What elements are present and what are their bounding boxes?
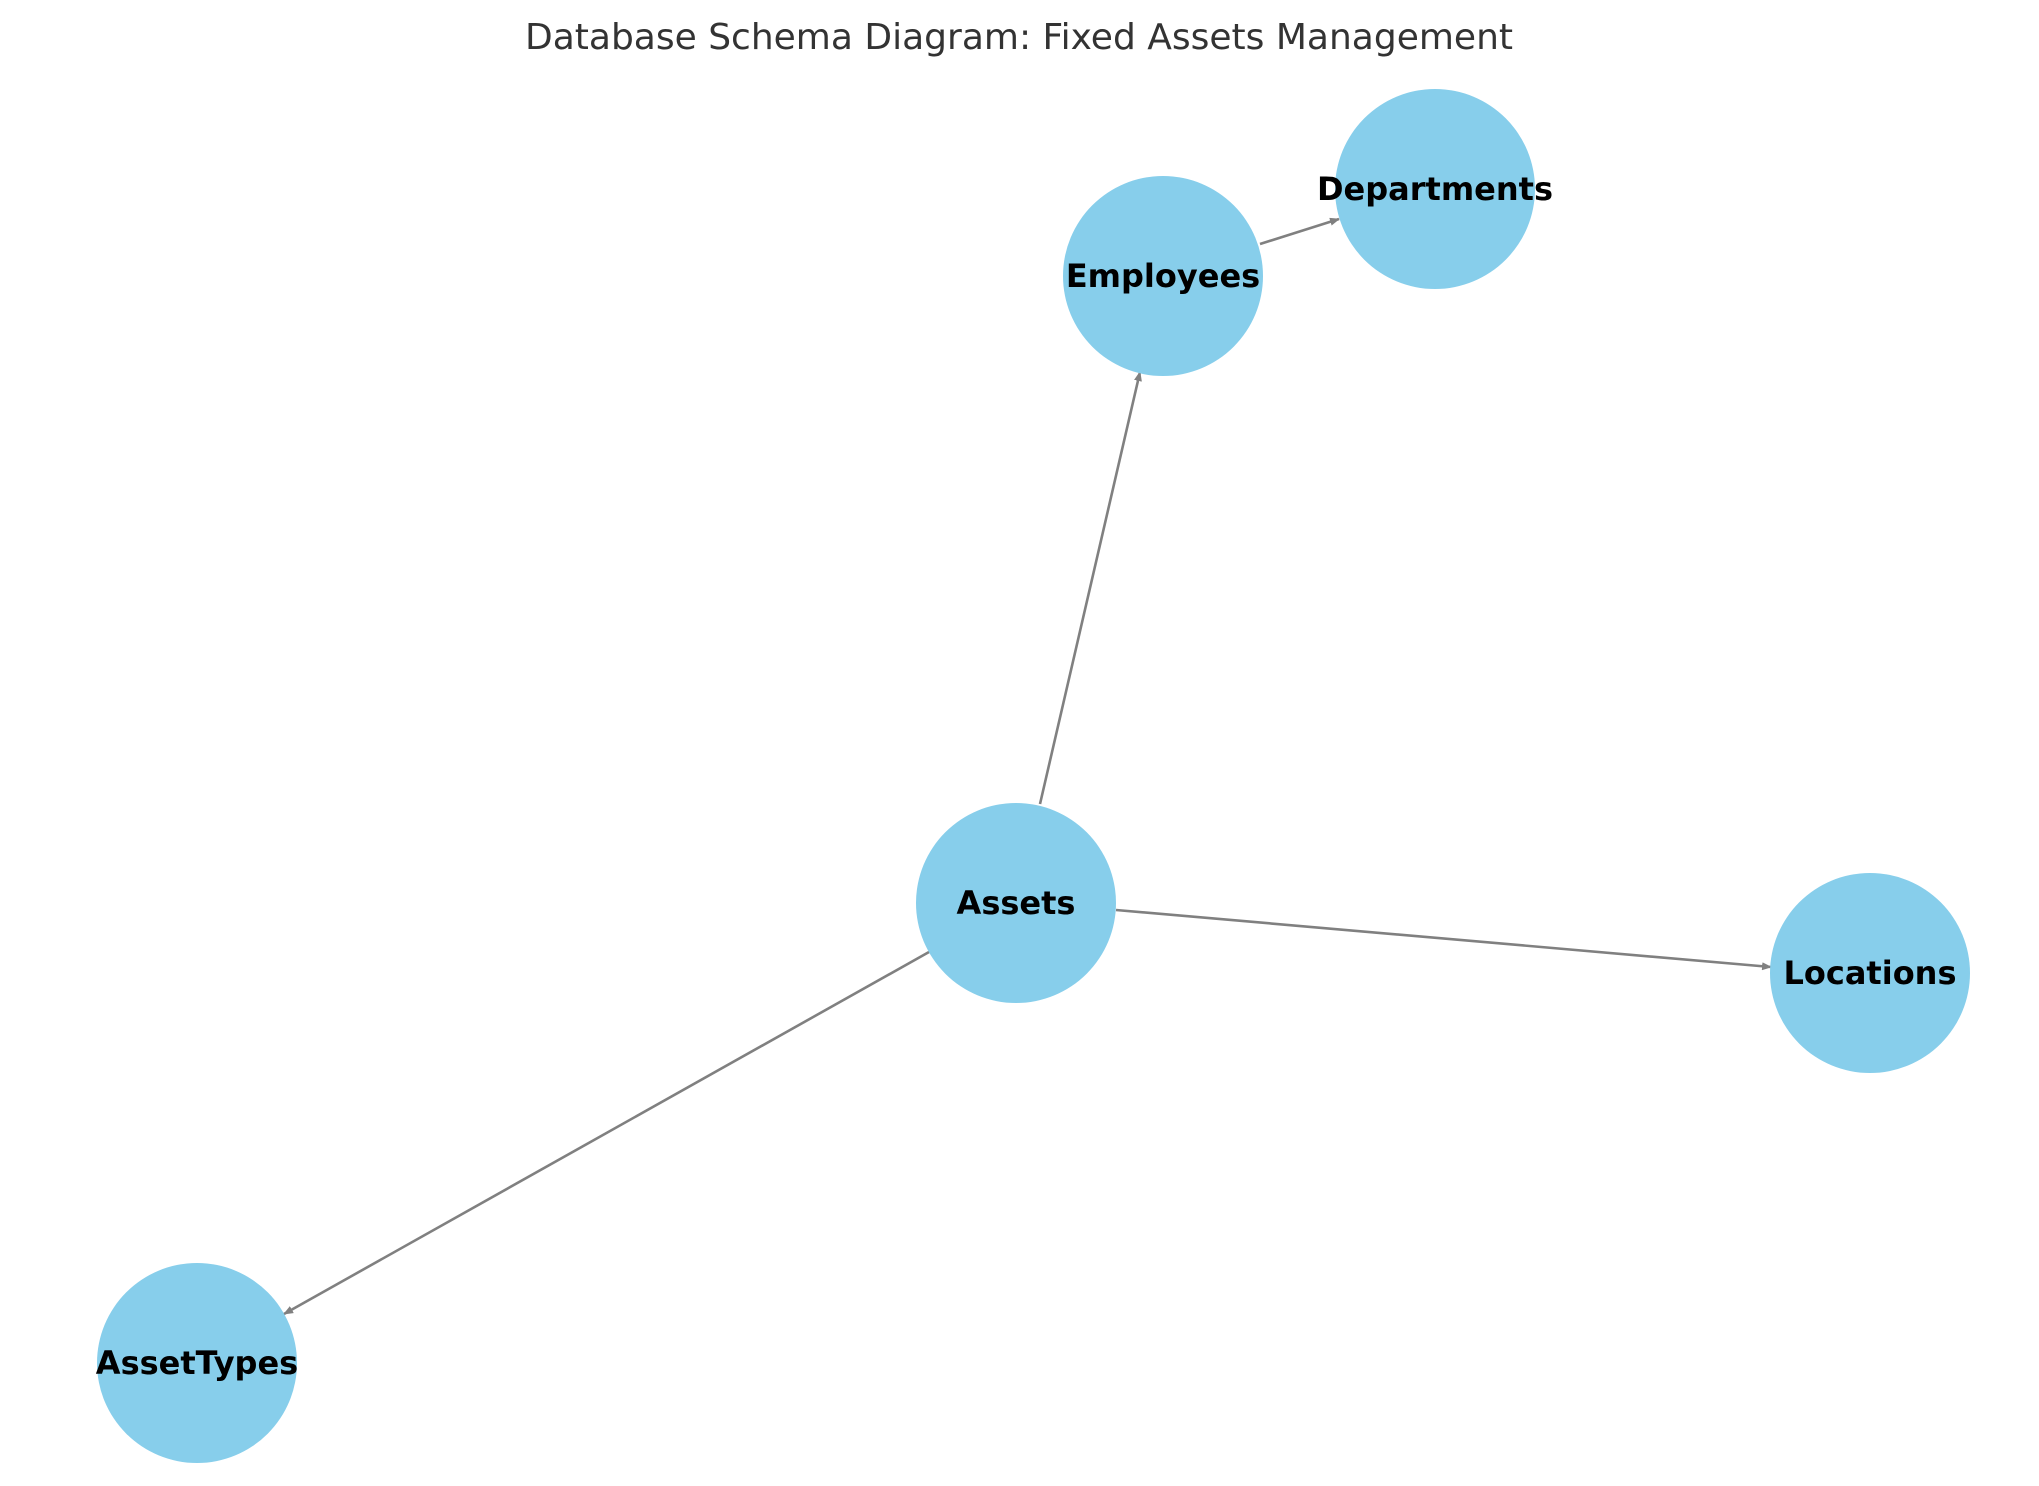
node-departments-circle (1335, 89, 1535, 289)
node-locations-circle (1770, 873, 1970, 1073)
edge-assets-locations (1115, 908, 1772, 971)
edge-assets-assettypes (283, 950, 930, 1316)
node-assettypes-circle (97, 1263, 297, 1463)
node-employees-label: Employees (1066, 257, 1260, 295)
node-departments[interactable]: Departments (1317, 89, 1553, 289)
node-assettypes-label: AssetTypes (96, 1344, 298, 1382)
node-assets[interactable]: Assets (916, 803, 1116, 1003)
node-assettypes[interactable]: AssetTypes (96, 1263, 298, 1463)
node-locations[interactable]: Locations (1770, 873, 1970, 1073)
node-employees[interactable]: Employees (1063, 176, 1263, 376)
edges-layer (283, 217, 1772, 1316)
node-departments-label: Departments (1317, 170, 1553, 208)
edge-assets-employees (1038, 371, 1142, 805)
node-locations-label: Locations (1783, 954, 1956, 992)
edge-employees-departments (1259, 217, 1340, 246)
node-assets-label: Assets (957, 884, 1076, 922)
node-assets-circle (916, 803, 1116, 1003)
node-employees-circle (1063, 176, 1263, 376)
diagram-title: Database Schema Diagram: Fixed Assets Ma… (525, 17, 1513, 58)
